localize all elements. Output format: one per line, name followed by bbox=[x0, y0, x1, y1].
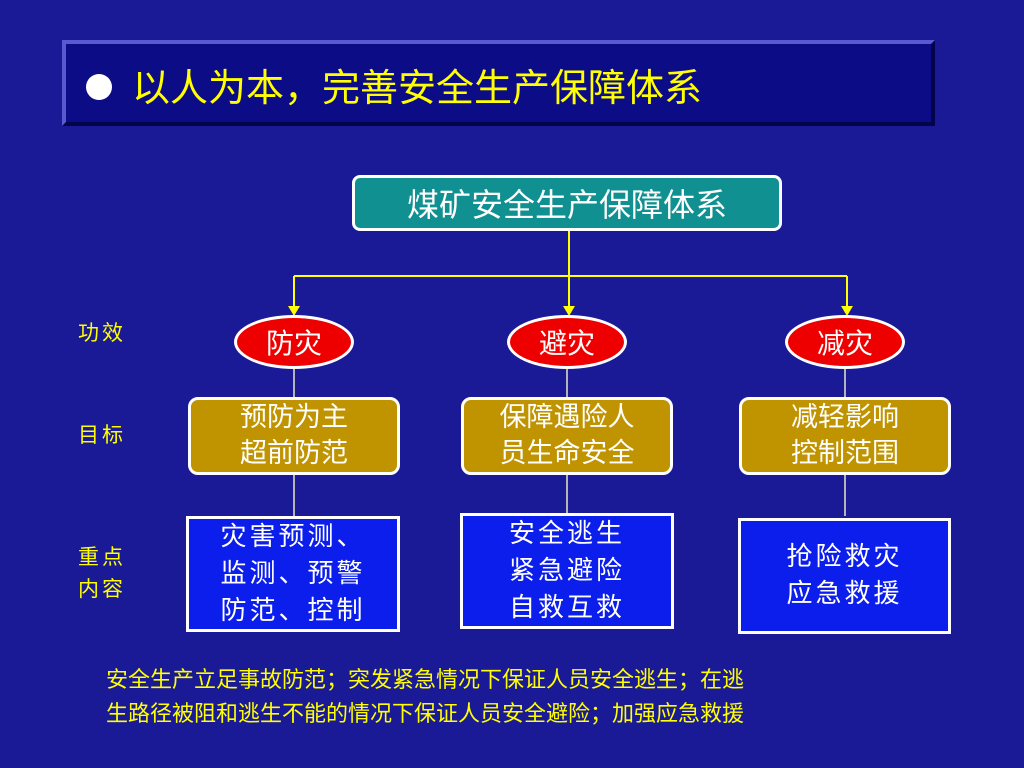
focus-text-line: 紧急避险 bbox=[508, 555, 625, 586]
branch-2-arrowhead bbox=[563, 306, 575, 316]
branch-1-arrowhead bbox=[288, 306, 300, 316]
row-label-effect: 功效 bbox=[78, 321, 126, 345]
focus-text-line: 安全逃生 bbox=[508, 518, 625, 549]
row-label-goal: 目标 bbox=[78, 423, 126, 447]
focus-text-line: 自救互救 bbox=[508, 592, 625, 623]
row-label-focus-line2: 内容 bbox=[78, 577, 126, 601]
root-node: 煤矿安全生产保障体系 bbox=[352, 175, 782, 231]
focus-text-line: 监测、预警 bbox=[220, 558, 366, 589]
row-label-focus-line1: 重点 bbox=[78, 545, 126, 569]
bullet-icon bbox=[86, 74, 112, 100]
focus-text-line: 灾害预测、 bbox=[220, 521, 366, 552]
goal-text-line: 员生命安全 bbox=[499, 438, 635, 469]
effect-node-mitigation: 减灾 bbox=[785, 315, 905, 369]
focus-node-avoidance: 安全逃生 紧急避险 自救互救 bbox=[460, 513, 674, 629]
branch-3-arrowhead bbox=[841, 306, 853, 316]
title-bar bbox=[62, 40, 935, 126]
focus-text-line: 应急救援 bbox=[786, 579, 903, 609]
goal-node-prevention: 预防为主 超前防范 bbox=[188, 397, 400, 475]
summary-text: 安全生产立足事故防范；突发紧急情况下保证人员安全逃生；在逃 生路径被阻和逃生不能… bbox=[106, 664, 946, 732]
focus-node-prevention: 灾害预测、 监测、预警 防范、控制 bbox=[186, 516, 400, 632]
goal-text-line: 超前防范 bbox=[240, 438, 348, 469]
goal-node-avoidance: 保障遇险人 员生命安全 bbox=[461, 397, 673, 475]
effect-node-prevention: 防灾 bbox=[234, 315, 354, 369]
focus-node-mitigation: 抢险救灾 应急救援 bbox=[738, 518, 951, 634]
goal-text-line: 控制范围 bbox=[791, 438, 899, 469]
effect-node-avoidance: 避灾 bbox=[507, 315, 627, 369]
summary-line: 生路径被阻和逃生不能的情况下保证人员安全避险；加强应急救援 bbox=[106, 702, 745, 727]
summary-line: 安全生产立足事故防范；突发紧急情况下保证人员安全逃生；在逃 bbox=[106, 668, 745, 693]
focus-text-line: 防范、控制 bbox=[220, 595, 366, 626]
focus-text-line: 抢险救灾 bbox=[786, 542, 903, 572]
goal-node-mitigation: 减轻影响 控制范围 bbox=[739, 397, 951, 475]
goal-text-line: 减轻影响 bbox=[791, 402, 899, 433]
goal-text-line: 保障遇险人 bbox=[499, 402, 635, 433]
page-title: 以人为本，完善安全生产保障体系 bbox=[132, 66, 703, 110]
goal-text-line: 预防为主 bbox=[240, 402, 348, 433]
